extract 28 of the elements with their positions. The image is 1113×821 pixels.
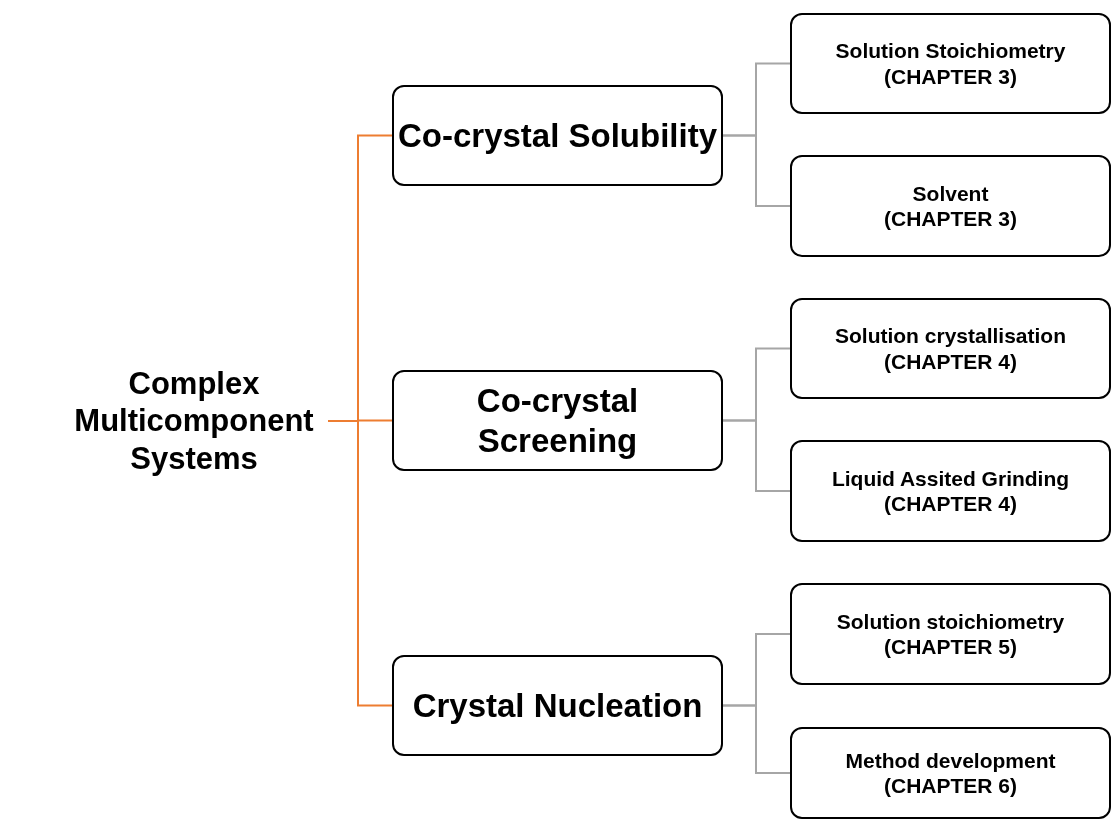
chapter-label: (CHAPTER 6): [884, 773, 1017, 799]
node-title: Solvent: [912, 180, 989, 206]
chapter-label: (CHAPTER 3): [884, 63, 1017, 89]
connector-line: [327, 420, 393, 707]
subtopic-box: [790, 440, 1111, 542]
chapter-label: (CHAPTER 4): [884, 348, 1017, 374]
subtopic-box: [790, 155, 1111, 257]
category-box: [392, 85, 723, 186]
node-title: Solution stoichiometry: [836, 608, 1065, 634]
node-title: Crystal Nucleation: [412, 685, 703, 726]
connector-line: [722, 704, 791, 774]
node-title: Liquid Assited Grinding: [831, 465, 1070, 491]
chapter-label: (CHAPTER 5): [884, 634, 1017, 660]
node-title: Complex Multicomponent Systems: [73, 365, 315, 477]
node-title: Co-crystal Screening: [475, 380, 640, 461]
subtopic-box: [790, 727, 1111, 819]
connector-line: [722, 419, 791, 492]
subtopic-box: [790, 298, 1111, 399]
node-title: Solution crystallisation: [834, 323, 1066, 349]
node-title: Solution Stoichiometry: [835, 38, 1066, 64]
chapter-label: (CHAPTER 3): [884, 206, 1017, 232]
chapter-label: (CHAPTER 4): [884, 491, 1017, 517]
node-title: Method development: [845, 747, 1056, 773]
subtopic-box: [790, 583, 1111, 685]
subtopic-box: [790, 13, 1111, 114]
node-title: Co-crystal Solubility: [397, 115, 718, 156]
category-box: [392, 370, 723, 471]
category-box: [392, 655, 723, 756]
